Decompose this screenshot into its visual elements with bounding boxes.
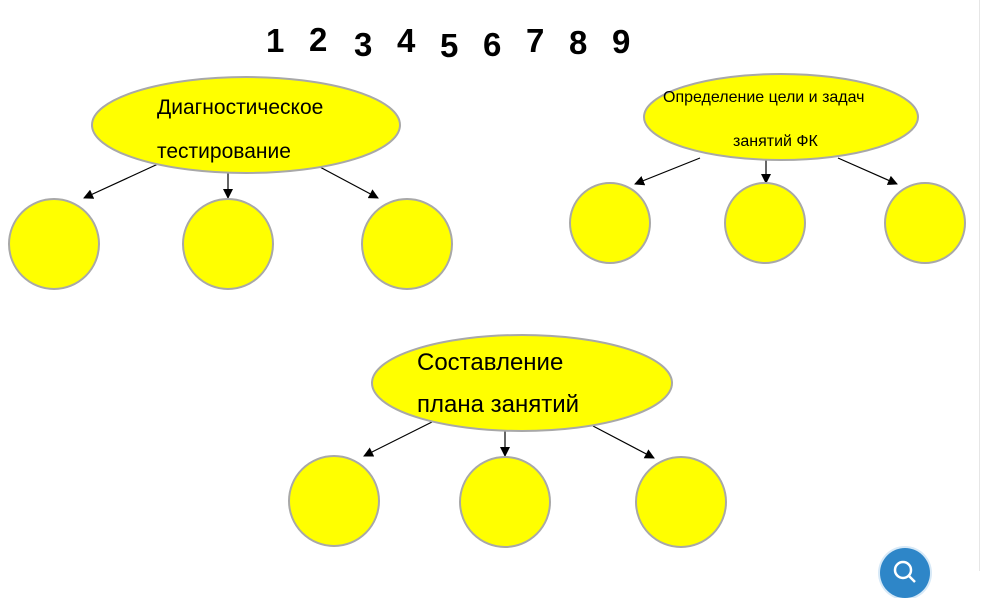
step-number: 5: [440, 27, 459, 64]
node-label-line: плана занятий: [417, 391, 580, 418]
arrow-left: [83, 163, 159, 199]
parent-ellipse: [91, 76, 401, 174]
search-icon: [893, 560, 916, 583]
child-circle: [182, 198, 274, 290]
child-circle: [635, 456, 727, 548]
step-number: 3: [354, 26, 373, 63]
arrow-right: [592, 425, 655, 459]
arrow-left: [363, 421, 433, 457]
help-search-button[interactable]: [880, 548, 930, 598]
step-number: 6: [483, 26, 502, 63]
node-label-line: тестирование: [157, 140, 291, 163]
child-circle: [569, 182, 651, 264]
step-number: 2: [309, 21, 328, 58]
group-diagnostic-testing: [8, 76, 453, 290]
node-label-line: Определение цели и задач: [663, 89, 865, 106]
arrow-left: [634, 157, 701, 186]
child-circle: [459, 456, 551, 548]
step-number: 4: [397, 22, 416, 59]
child-circle: [288, 455, 380, 547]
step-number: 8: [569, 24, 588, 61]
child-circle: [884, 182, 966, 264]
node-label-line: Диагностическое: [157, 96, 324, 119]
child-circle: [361, 198, 453, 290]
child-circle: [724, 182, 806, 264]
parent-ellipse: [643, 73, 919, 161]
step-number: 9: [612, 23, 631, 60]
arrow-right: [837, 157, 898, 185]
node-label-line: Составление: [417, 349, 564, 376]
arrow-right: [317, 165, 379, 199]
page-edge-divider: [979, 0, 980, 571]
parent-ellipse: [371, 334, 673, 432]
node-label-line: занятий ФК: [733, 133, 818, 150]
step-number: 1: [266, 22, 285, 59]
group-goal-setting: [569, 73, 966, 264]
child-circle: [8, 198, 100, 290]
diagram-canvas: 1 2 3 4 5 6 7 8 9: [8, 0, 980, 598]
diagram-shapes: [8, 73, 966, 548]
step-number: 7: [526, 22, 545, 59]
group-lesson-plan: [288, 334, 727, 548]
